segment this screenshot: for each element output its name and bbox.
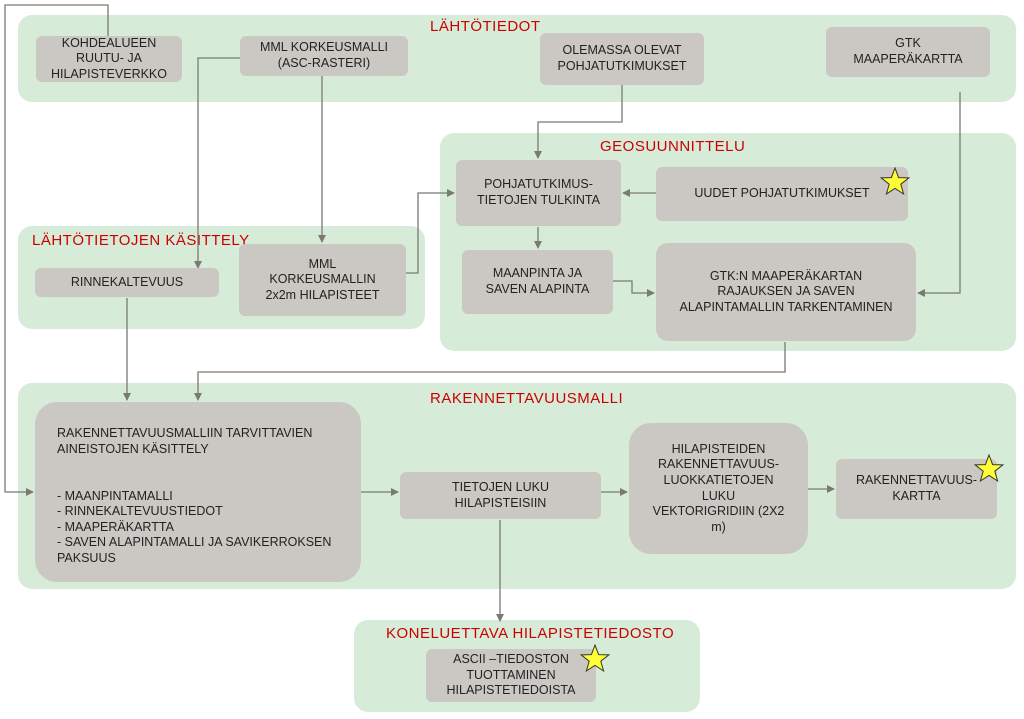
star-icon: [580, 644, 610, 673]
arrow-kohdealue-to-kasittely: [4, 4, 109, 496]
node-gtk-maaperakartta: GTK MAAPERÄKARTTA: [826, 27, 990, 77]
group-title-geosuunnittelu: GEOSUUNNITTELU: [600, 138, 746, 155]
star-icon: [974, 454, 1004, 483]
node-ascii-tuottaminen: ASCII –TIEDOSTON TUOTTAMINEN HILAPISTETI…: [426, 649, 596, 702]
node-gtk-tarkentaminen: GTK:N MAAPERÄKARTAN RAJAUKSEN JA SAVEN A…: [656, 243, 916, 341]
arrow-hilapisteet-to-tulkinta: [406, 189, 455, 274]
arrow-gtkmap-to-gtk: [917, 92, 961, 297]
group-title-kasittely: LÄHTÖTIETOJEN KÄSITTELY: [32, 232, 250, 249]
node-aineistojen-kasittely: RAKENNETTAVUUSMALLIIN TARVITTAVIEN AINEI…: [35, 402, 361, 582]
node-olemassa-olevat: OLEMASSA OLEVAT POHJATUTKIMUKSET: [540, 33, 704, 85]
arrow-olemassa-to-tulkinta: [534, 85, 623, 159]
star-icon: [880, 167, 910, 196]
node-rinnekaltevuus: RINNEKALTEVUUS: [35, 268, 219, 297]
node-kohdealue: KOHDEALUEEN RUUTU- JA HILAPISTEVERKKO: [36, 36, 182, 82]
group-title-rakennettavuusmalli: RAKENNETTAVUUSMALLI: [430, 390, 624, 407]
node-pohjatutkimustulkinta: POHJATUTKIMUS- TIETOJEN TULKINTA: [456, 160, 621, 226]
arrow-mml-to-rinnekaltevuus: [194, 57, 240, 269]
node-rakennettavuuskartta: RAKENNETTAVUUS- KARTTA: [836, 459, 997, 519]
arrow-gtk-to-kasittely: [194, 342, 786, 401]
group-title-lahtotiedot: LÄHTÖTIEDOT: [430, 18, 541, 35]
arrow-maanpinta-to-gtk: [613, 280, 655, 297]
node-luokkatietojen-luku: HILAPISTEIDEN RAKENNETTAVUUS- LUOKKATIET…: [629, 423, 808, 554]
node-mml-korkeusmalli: MML KORKEUSMALLI (ASC-RASTERI): [240, 36, 408, 76]
group-title-koneluettava: KONELUETTAVA HILAPISTETIEDOSTO: [386, 625, 675, 642]
node-maanpinta-savi: MAANPINTA JA SAVEN ALAPINTA: [462, 250, 613, 314]
node-tietojen-luku: TIETOJEN LUKU HILAPISTEISIIN: [400, 472, 601, 519]
node-mml-hilapisteet: MML KORKEUSMALLIN 2x2m HILAPISTEET: [239, 244, 406, 316]
node-uudet-pohjatutkimukset: UUDET POHJATUTKIMUKSET: [656, 167, 908, 221]
